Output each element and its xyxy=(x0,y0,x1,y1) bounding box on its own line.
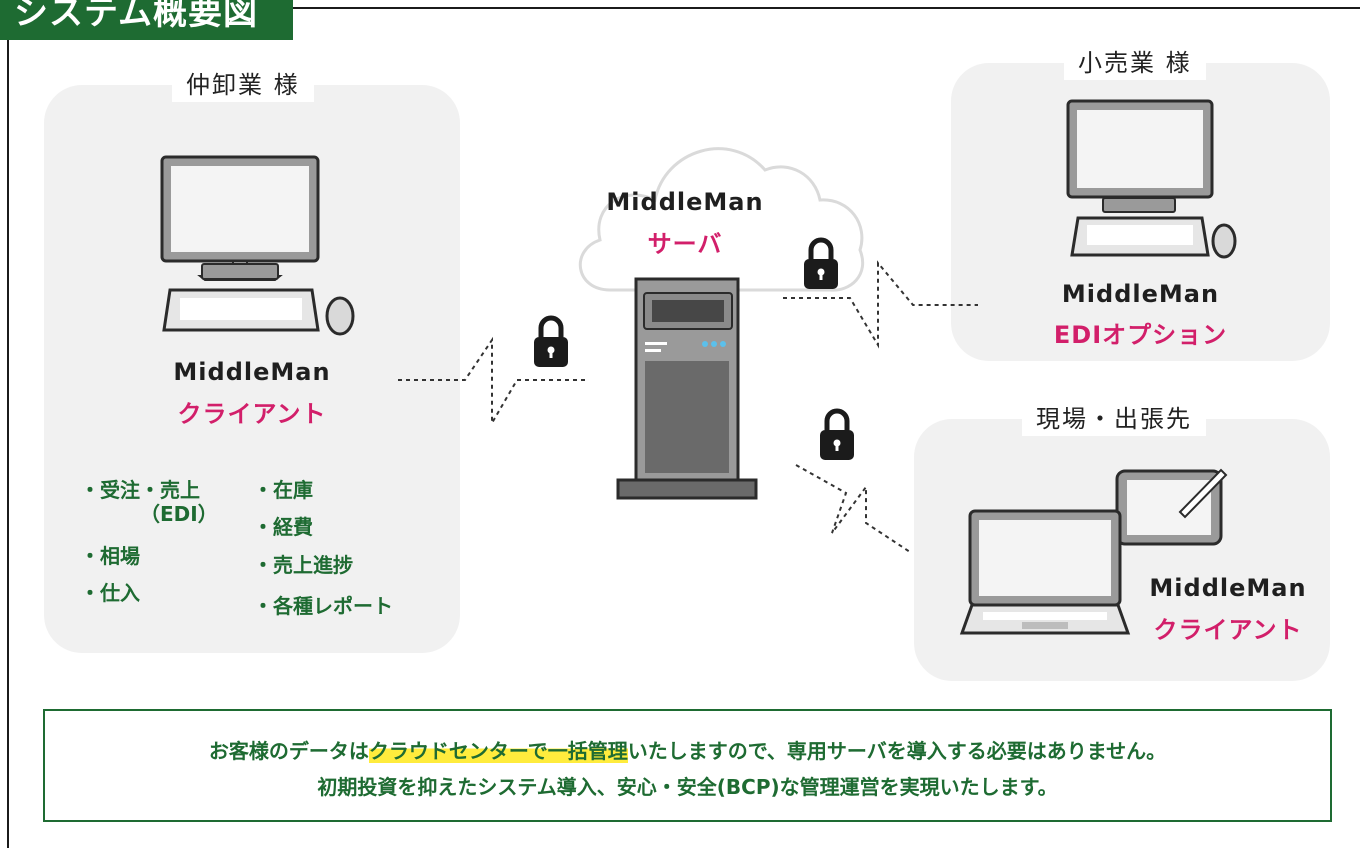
feature-item: ・仕入 xyxy=(80,581,140,605)
laptop-icon xyxy=(959,509,1131,635)
padlock-icon xyxy=(534,315,568,367)
feature-item: ・各種レポート xyxy=(253,594,393,618)
notice-line-1-after: いたしますので、専用サーバを導入する必要はありません。 xyxy=(627,739,1167,763)
feature-item: ・相場 xyxy=(80,544,140,568)
retailer-product-name: MiddleMan xyxy=(1061,280,1220,308)
server-product-name: MiddleMan xyxy=(606,188,764,216)
desktop-computer-icon xyxy=(1066,99,1237,259)
feature-item-note: （EDI） xyxy=(140,502,218,526)
feature-item: ・在庫 xyxy=(253,478,313,502)
retailer-label: 小売業 様 xyxy=(1064,46,1206,80)
feature-item: ・受注・売上 xyxy=(80,478,200,502)
server-product-sub: サーバ xyxy=(647,230,723,258)
wholesaler-product-name: MiddleMan xyxy=(173,358,331,386)
padlock-icon xyxy=(820,408,854,460)
wholesaler-label: 仲卸業 様 xyxy=(172,68,314,102)
notice-highlight: クラウドセンターで一括管理 xyxy=(368,739,628,763)
cloud-icon xyxy=(578,147,865,292)
field-product-sub: クライアント xyxy=(1153,616,1303,644)
notice-line-2: 初期投資を抑えたシステム導入、安心・安全(BCP)な管理運営を実現いたします。 xyxy=(317,775,1058,799)
retailer-product-sub: EDIオプション xyxy=(1053,321,1228,349)
feature-item: ・売上進捗 xyxy=(253,553,353,577)
padlock-icon xyxy=(804,237,838,289)
connection-lines xyxy=(398,260,978,553)
notice-line-1: お客様のデータはクラウドセンターで一括管理いたしますので、専用サーバを導入する必… xyxy=(45,735,1330,764)
wholesaler-product-sub: クライアント xyxy=(177,400,327,428)
notice-line-1-before: お客様のデータは xyxy=(208,739,369,763)
server-tower-icon xyxy=(616,277,758,500)
desktop-computer-icon xyxy=(160,155,355,336)
diagram-title: システム概要図 xyxy=(0,0,293,40)
field-product-name: MiddleMan xyxy=(1149,574,1307,602)
tablet-pen-icon xyxy=(1115,468,1228,546)
notice-box: お客様のデータはクラウドセンターで一括管理いたしますので、専用サーバを導入する必… xyxy=(43,709,1332,822)
field-label: 現場・出張先 xyxy=(1022,402,1206,436)
feature-item: ・経費 xyxy=(253,515,313,539)
